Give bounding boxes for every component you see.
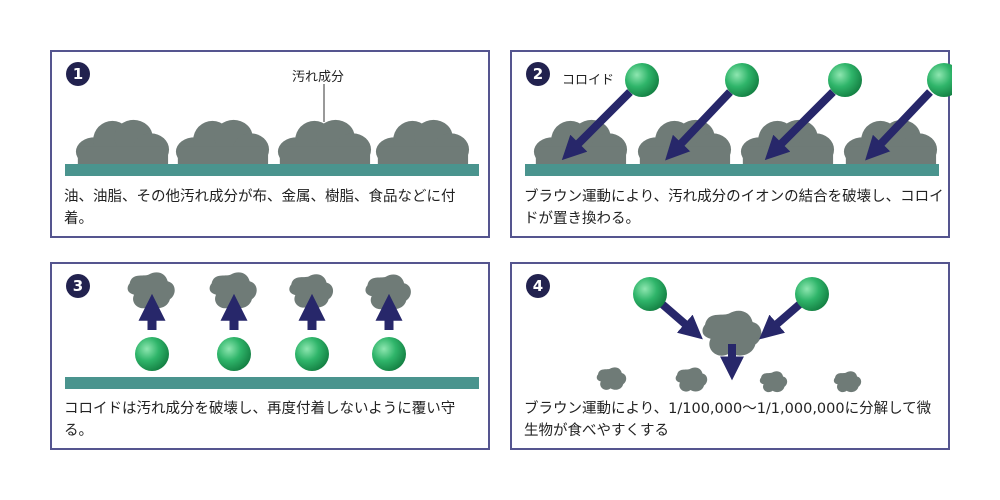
small-dirt-fragment (675, 367, 708, 392)
colloid-particle (135, 337, 169, 371)
dirt-fragment (127, 272, 175, 309)
small-dirt-fragment (833, 371, 862, 393)
step-caption: ブラウン運動により、1/100,000〜1/1,000,000に分解して微生物が… (524, 401, 932, 439)
colloid-particle (725, 63, 759, 97)
step-2-panel: 2 コロイド ブラウン運動により、汚れ成分のイオンの結合を破壊し、コロイドが置き… (510, 50, 952, 238)
step-3-illustration (65, 272, 479, 389)
step-2-illustration (525, 63, 952, 176)
step-1-panel: 1 汚れ成分 油、油脂、その他汚れ成分が布、金属、樹脂、食品などに付着。 (50, 50, 490, 238)
dirt-fragment (209, 272, 257, 309)
arrow (561, 89, 633, 161)
dirt-label: 汚れ成分 (292, 70, 345, 85)
dirt-cluster (843, 119, 938, 166)
dirt-fragment (365, 274, 411, 310)
step-caption: ブラウン運動により、汚れ成分のイオンの結合を破壊し、コロイドが置き換わる。 (524, 189, 944, 227)
step-1-illustration (65, 84, 479, 176)
step-caption: 油、油脂、その他汚れ成分が布、金属、樹脂、食品などに付着。 (64, 189, 456, 227)
step-number-badge: 2 (526, 62, 550, 86)
step-number-badge: 3 (66, 274, 90, 298)
colloid-particle (295, 337, 329, 371)
surface (65, 377, 479, 389)
step-caption: コロイドは汚れ成分を破壊し、再度付着しないように覆い守る。 (64, 401, 456, 439)
step-number-badge: 4 (526, 274, 550, 298)
colloid-label: コロイド (562, 73, 615, 88)
step-4-panel: 4 ブラウン運動により、1/100,000〜1/1,000,000に分解して微生… (510, 262, 950, 450)
colloid-particle (625, 63, 659, 97)
colloid-particle (633, 277, 667, 311)
dirt-fragment (289, 274, 334, 308)
dirt-cluster (375, 119, 470, 166)
colloid-particle (217, 337, 251, 371)
small-dirt-fragment (596, 367, 627, 390)
colloid-particle (372, 337, 406, 371)
dirt-cluster (75, 119, 170, 166)
arrow (759, 300, 803, 340)
surface (525, 164, 939, 176)
arrow (865, 89, 933, 161)
colloid-particle (828, 63, 862, 97)
step-3-panel: 3 コロイドは汚れ成分を破壊し、再度付着しないように覆い守る。 (50, 262, 490, 450)
dirt-cluster (175, 119, 270, 166)
colloid-particle (927, 63, 952, 97)
colloid-particle (795, 277, 829, 311)
step-number-badge: 1 (66, 62, 90, 86)
small-dirt-fragment (759, 371, 788, 393)
dirt-cluster (277, 119, 372, 166)
arrow (665, 89, 733, 161)
step-4-illustration (596, 277, 862, 393)
surface (65, 164, 479, 176)
arrow (659, 300, 703, 340)
arrow (764, 89, 836, 161)
